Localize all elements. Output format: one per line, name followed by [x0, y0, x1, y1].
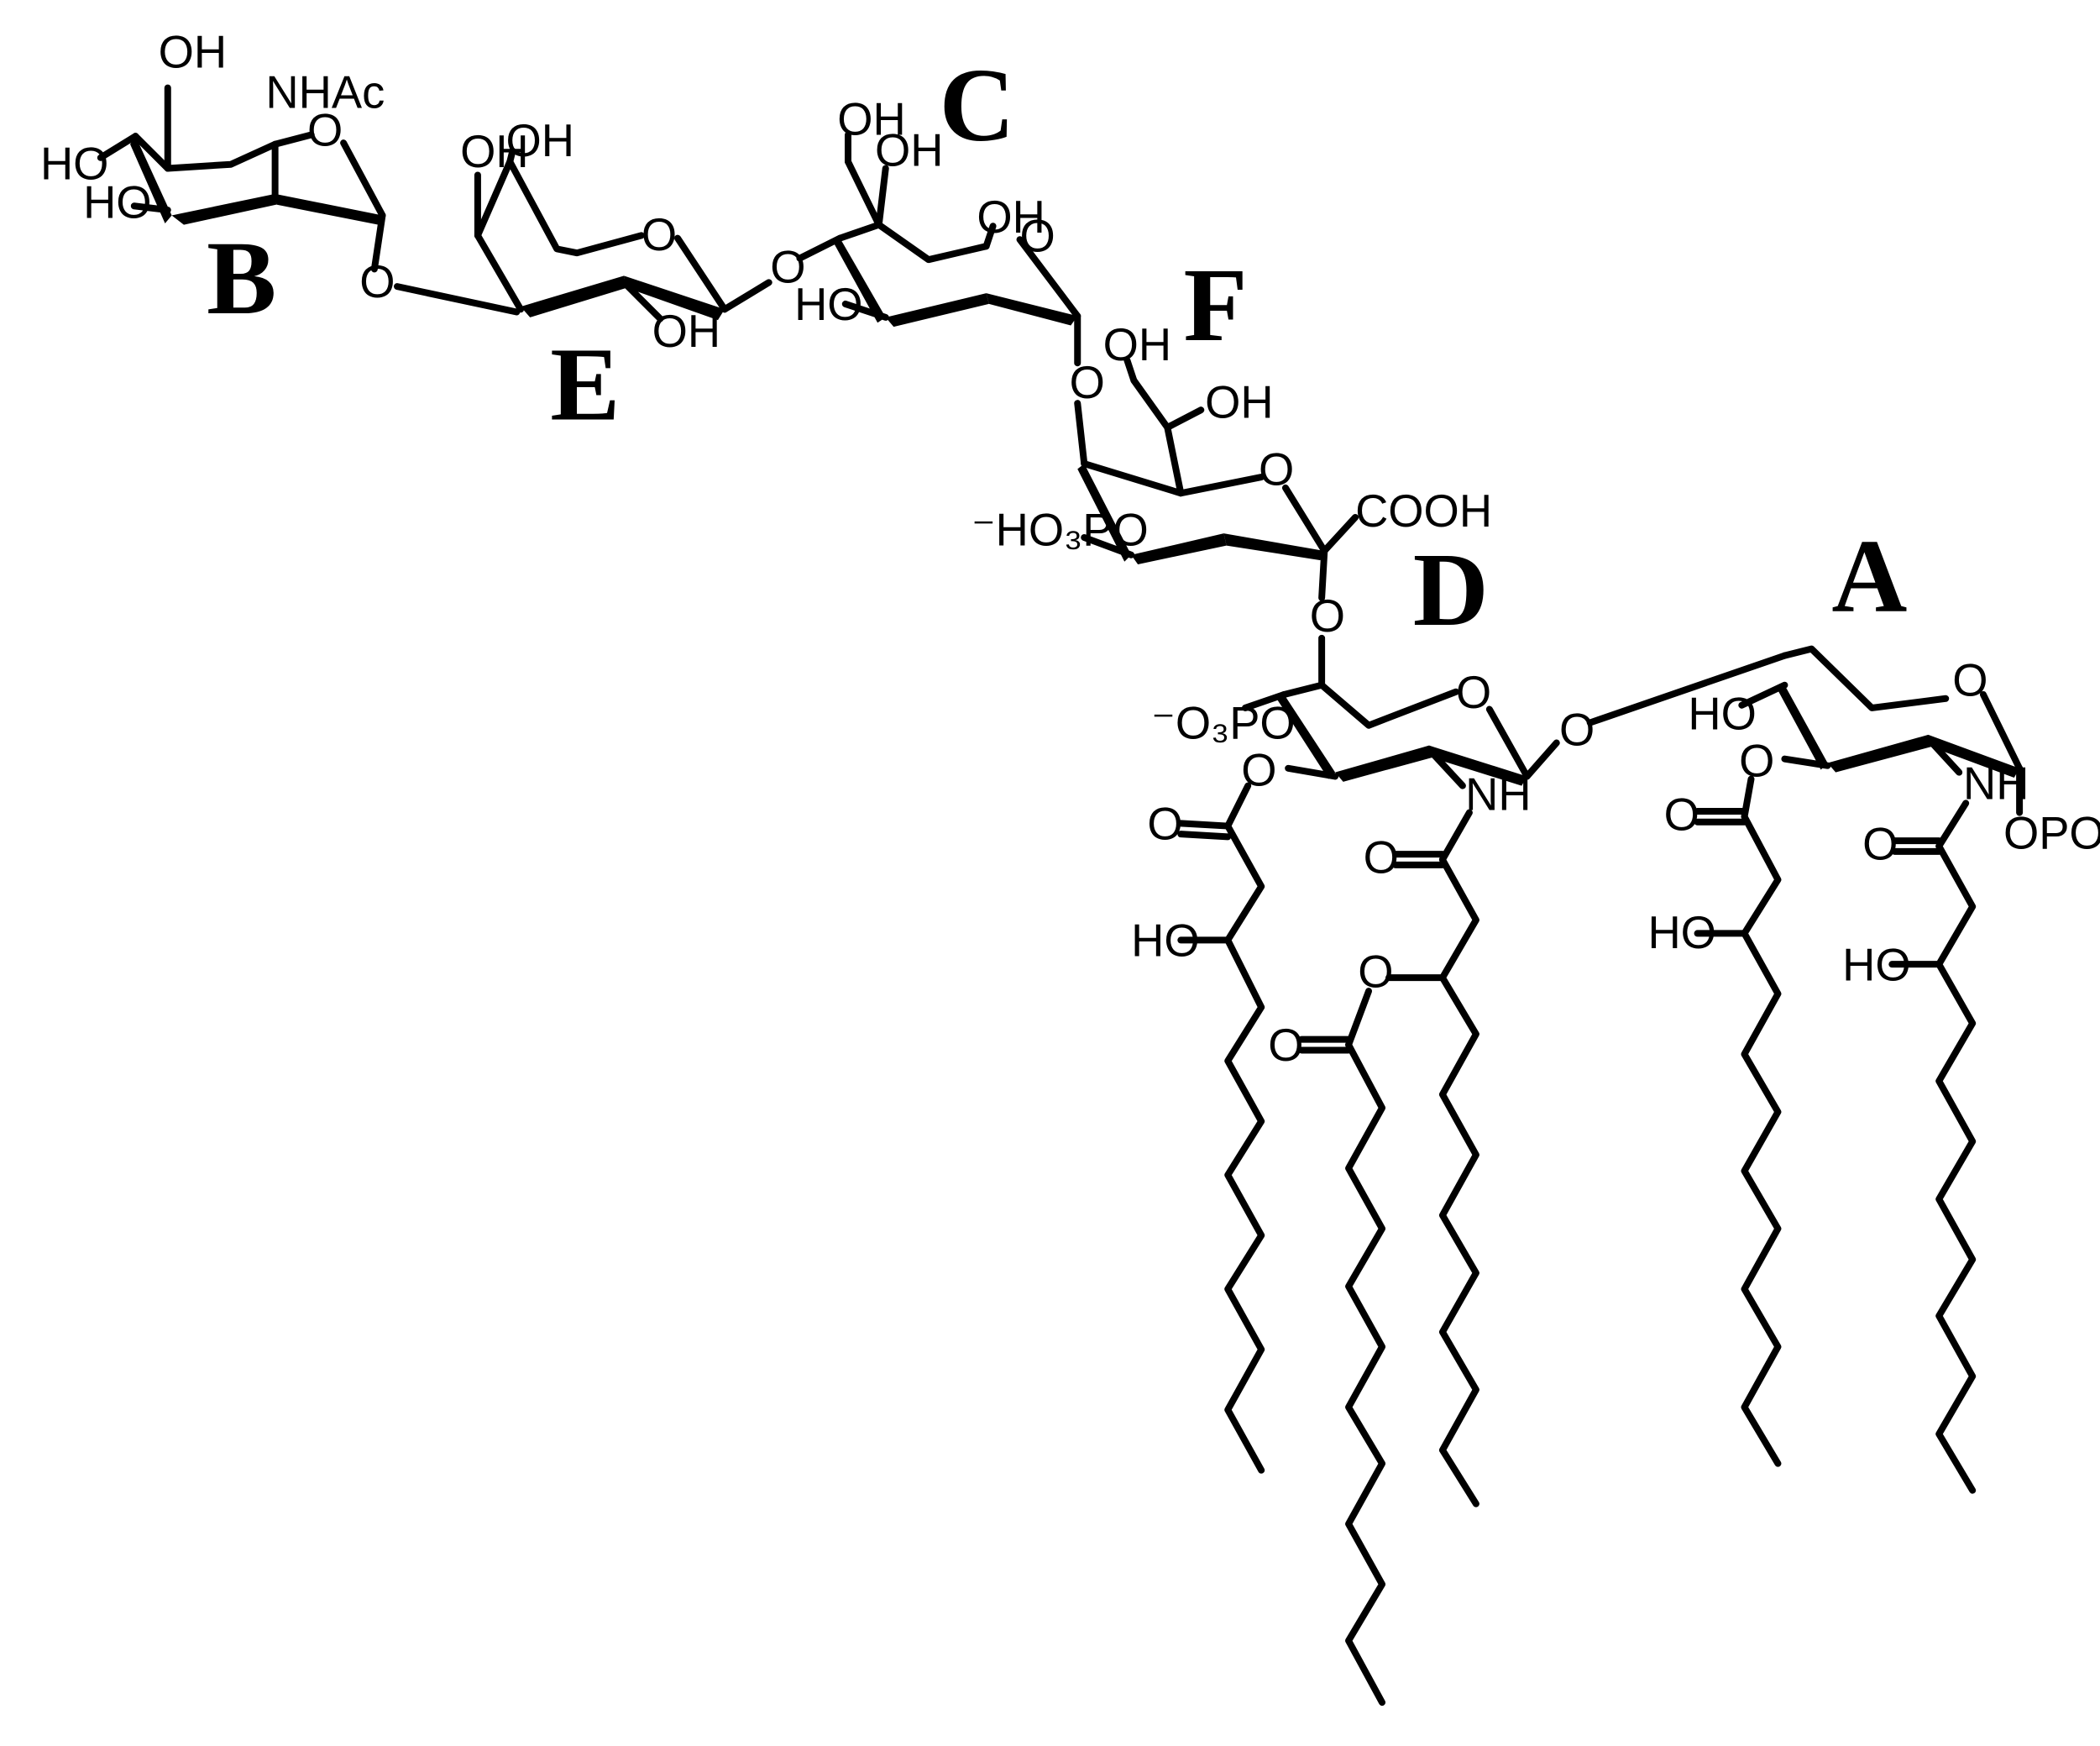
f-ring-o-label: O: [1259, 444, 1294, 495]
ring-c: OH OH OH O HO O C: [794, 47, 1105, 408]
b-nhac-label: NHAc: [265, 67, 385, 118]
ring-label-a: A: [1831, 518, 1907, 634]
b-ring-o-label: O: [307, 104, 343, 155]
ring-label-c: C: [940, 47, 1015, 163]
e-c6-oh-label: OH: [505, 115, 574, 166]
c-link-o-label: O: [1070, 357, 1105, 408]
ring-label-b: B: [207, 220, 276, 336]
d2-ester-o-label: O: [1358, 946, 1393, 997]
d-nh-label: NH: [1465, 768, 1531, 820]
e-ring-o-label: O: [642, 209, 677, 260]
f-link-o-label: O: [1310, 590, 1345, 642]
b-c4-ho-label: HO: [40, 138, 109, 189]
d-link-o-label: O: [1559, 705, 1595, 756]
acyl-chain-a2: O HO: [1842, 800, 1977, 1494]
ring-label-f: F: [1184, 247, 1248, 363]
ring-b: OH NHAc O HO HO O B: [40, 27, 521, 336]
ring-a: HO O O NH OPO₃⁻ A: [1688, 518, 2100, 859]
ring-label-d: D: [1413, 532, 1489, 648]
c-c6-oh-label: OH: [837, 94, 906, 145]
acyl-chain-a3: O HO: [1647, 775, 1782, 1467]
c-c4-oh-label: OH: [875, 124, 944, 176]
a3-carbonyl-o-label: O: [1664, 789, 1699, 840]
e-c4-oh-label: OH: [460, 126, 529, 177]
a-c4-ho-label: HO: [1688, 689, 1757, 740]
d2-secondary-carbonyl-o-label: O: [1268, 1020, 1303, 1071]
b-link-o-label: O: [359, 256, 395, 307]
f-c7-oh-label: OH: [1205, 377, 1274, 428]
ring-f: OH OH O COOH ⁻HO₃PO O F: [971, 247, 1492, 642]
ring-label-e: E: [550, 326, 620, 442]
e-c2-oh-label: OH: [652, 306, 721, 357]
acyl-chain-d2: O O O: [1268, 809, 1479, 1707]
d3-ho-label: HO: [1131, 915, 1200, 967]
b-c3-ho-label: HO: [83, 177, 151, 228]
ring-e: OH OH O OH O E: [460, 115, 805, 442]
d2-carbonyl-o-label: O: [1364, 831, 1399, 883]
a2-ho-label: HO: [1842, 939, 1911, 990]
acyl-chain-d3: O HO: [1131, 782, 1265, 1474]
a-ring-o-label: O: [1952, 655, 1987, 706]
f-cooh-label: COOH: [1355, 485, 1492, 537]
a-phosphate-label: OPO₃⁻: [2003, 808, 2100, 859]
d-ring-o-label: O: [1456, 667, 1491, 718]
f-phosphate-label: ⁻HO₃PO: [971, 505, 1149, 556]
d3-carbonyl-o-label: O: [1147, 799, 1182, 850]
ring-d: ⁻O₃PO O O O NH D: [1151, 532, 1788, 820]
c-c2-ho-label: HO: [794, 279, 863, 330]
f-c8-oh-label: OH: [1103, 319, 1172, 370]
a-c3-o-label: O: [1739, 735, 1774, 786]
c-c3-oh-label: OH: [977, 191, 1045, 243]
a-nh-label: NH: [1963, 758, 2029, 810]
e-link-o-label: O: [770, 241, 805, 292]
a2-carbonyl-o-label: O: [1862, 819, 1898, 870]
b-o6-oh-label: OH: [159, 27, 228, 78]
d-phosphate-label: ⁻O₃PO: [1151, 698, 1296, 749]
a3-ho-label: HO: [1647, 907, 1716, 958]
c-ring-o-label: O: [1020, 211, 1055, 262]
